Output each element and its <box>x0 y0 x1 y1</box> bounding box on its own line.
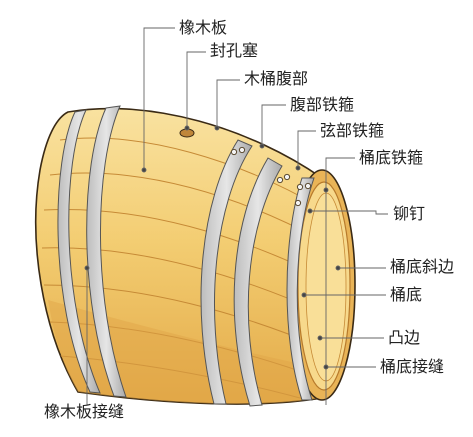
label-rivet: 铆钉 <box>393 204 426 223</box>
label-head-bevel: 桶底斜边 <box>390 257 455 276</box>
chime-hoop-shape <box>233 157 283 407</box>
label-chime-edge: 凸边 <box>388 328 421 347</box>
label-head: 桶底 <box>390 285 423 304</box>
label-bung: 封孔塞 <box>210 41 259 60</box>
label-chime-hoop: 弦部铁箍 <box>320 121 385 140</box>
belly-hoop-shape <box>200 139 253 405</box>
label-oak-stave: 橡木板 <box>179 18 228 37</box>
hoop-left-1 <box>57 109 101 394</box>
rivets <box>230 146 312 207</box>
barrel-head <box>286 169 356 401</box>
label-head-hoop: 桶底铁箍 <box>359 148 424 167</box>
leader-lines <box>84 27 388 405</box>
label-barrel-belly: 木桶腹部 <box>244 69 309 88</box>
hoop-left-2 <box>86 105 127 398</box>
label-head-joint: 桶底接缝 <box>380 357 445 376</box>
label-stave-joint: 橡木板接缝 <box>44 402 125 421</box>
label-belly-hoop: 腹部铁箍 <box>290 95 355 114</box>
